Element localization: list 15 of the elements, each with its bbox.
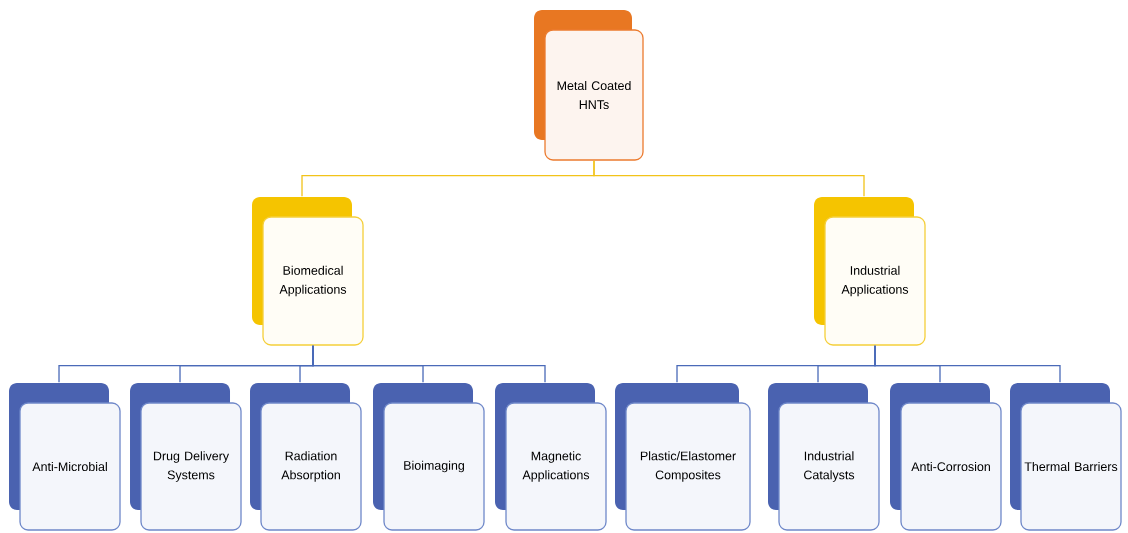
process-box: Biomedical Applications [252, 197, 364, 346]
process-box: Industrial Applications [814, 197, 926, 346]
process-box: Plastic/Elastomer Composites [615, 383, 751, 531]
process-box: Anti-Microbial [9, 383, 121, 531]
process-box: Industrial Catalysts [768, 383, 880, 531]
connector-line [874, 345, 1061, 383]
connector-line [312, 345, 546, 383]
connector-line [593, 160, 865, 197]
process-box: Thermal Barriers [1010, 383, 1122, 531]
process-box: Bioimaging [373, 383, 485, 531]
process-box: Drug Delivery Systems [130, 383, 242, 531]
process-box: Anti-Corrosion [890, 383, 1002, 531]
process-box: Metal Coated HNTs [534, 10, 644, 161]
process-box: Radiation Absorption [250, 383, 362, 531]
process-box: Magnetic Applications [495, 383, 607, 531]
